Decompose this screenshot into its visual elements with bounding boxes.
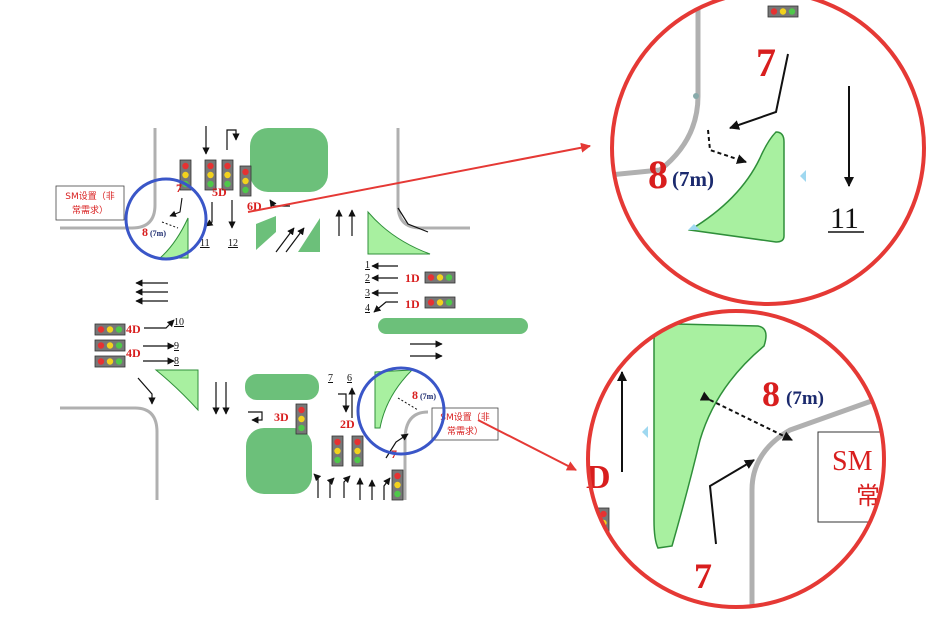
road-edge-se: [403, 410, 429, 500]
road-edge-ne: [396, 128, 470, 230]
arrows-west: [135, 279, 175, 405]
label-lane-10: 10: [174, 317, 184, 328]
label-lane-11: 11: [200, 238, 210, 249]
median-south: [246, 428, 312, 494]
conflict-arrow-nw: [169, 197, 183, 217]
traffic-signal-icon: [391, 469, 404, 501]
zoom-view-top: 7 8 (7m) 11: [610, 0, 926, 306]
se-label-distance: (7m): [420, 392, 436, 401]
zoom1-label-8: 8: [648, 152, 668, 197]
nw-label-7: 7: [176, 181, 182, 195]
label-signal-5D: 5D: [212, 185, 227, 199]
zoom1-label-distance: (7m): [672, 167, 714, 191]
nw-label-8: 8: [142, 225, 148, 239]
arrows-south: [212, 382, 409, 500]
median-east: [378, 318, 528, 334]
pointer-arrow-top: [247, 142, 591, 213]
zoom1-conflict-arrow: [729, 53, 789, 130]
traffic-signal-icon: [94, 339, 126, 352]
zoom2-distance-dotted: [699, 391, 793, 441]
zoom2-note-line1: SM: [832, 446, 873, 477]
zoom1-frame: [610, 0, 926, 306]
island-sw: [154, 369, 199, 412]
zoom1-label-7: 7: [756, 40, 776, 85]
zoom2-label-distance: (7m): [786, 388, 824, 409]
traffic-signal-icon: [351, 435, 364, 467]
road-edge-nw: [60, 128, 157, 230]
label-signal-1D-bottom: 1D: [405, 297, 420, 311]
zoom-view-bottom: 8 (7m) 7 SM 常 D: [586, 309, 886, 609]
zoom2-note-box: [817, 431, 884, 523]
distance-dotted-nw: [161, 221, 179, 229]
zoom2-frame: [586, 309, 886, 609]
traffic-signal-icon: [767, 5, 799, 18]
label-signal-3D: 3D: [274, 410, 289, 424]
note-left-line1: SM设置（非: [65, 190, 114, 202]
label-signal-4D-top: 4D: [126, 322, 141, 336]
island-ne: [367, 210, 431, 255]
se-label-8: 8: [412, 388, 418, 402]
zoom2-label-8: 8: [762, 374, 780, 414]
zoom2-conflict-arrow: [708, 459, 755, 545]
label-lane-3: 3: [365, 288, 370, 299]
zoom1-distance-dotted: [707, 129, 747, 164]
median-south-bar: [245, 374, 319, 400]
highlight-circle-nw: [124, 177, 208, 261]
traffic-signal-icon: [331, 435, 344, 467]
zoom1-road-edge: [612, 0, 701, 179]
traffic-signal-icon: [424, 296, 456, 309]
traffic-signal-icon: [239, 165, 252, 197]
label-signal-2D: 2D: [340, 417, 355, 431]
island-nw: [158, 217, 189, 259]
pointer-arrow-bottom: [477, 419, 577, 471]
note-right-line2: 常需求）: [447, 425, 483, 437]
island-n-small-2: [298, 218, 320, 252]
label-lane-2: 2: [365, 273, 370, 284]
label-lane-4: 4: [365, 303, 370, 314]
label-lane-9: 9: [174, 341, 179, 352]
traffic-signal-icon: [424, 271, 456, 284]
label-lane-12: 12: [228, 238, 238, 249]
label-signal-4D-bottom: 4D: [126, 346, 141, 360]
road-edge-sw: [60, 406, 159, 500]
label-lane-7: 7: [328, 373, 333, 384]
main-intersection: SM设置（非 常需求） SM设置（非 常需求） 7 8 (7m) 11 12 5…: [55, 126, 528, 501]
zoom2-label-7: 7: [694, 556, 712, 596]
label-lane-6: 6: [347, 373, 352, 384]
traffic-signal-icon: [295, 403, 308, 435]
note-box-left: [55, 185, 125, 221]
note-left-line2: 常需求）: [72, 204, 108, 216]
note-right-line1: SM设置（非: [440, 411, 489, 423]
nw-label-distance: (7m): [150, 229, 166, 238]
traffic-signal-icon: [94, 355, 126, 368]
island-n-small-1: [256, 216, 276, 250]
zoom1-label-11: 11: [830, 202, 859, 235]
label-signal-1D-top: 1D: [405, 271, 420, 285]
label-lane-1: 1: [365, 260, 370, 271]
traffic-signal-icon: [94, 323, 126, 336]
label-lane-8: 8: [174, 356, 179, 367]
median-north: [250, 128, 328, 192]
arrows-east: [371, 262, 443, 360]
island-se: [374, 369, 414, 429]
highlight-circle-se: [356, 366, 446, 456]
